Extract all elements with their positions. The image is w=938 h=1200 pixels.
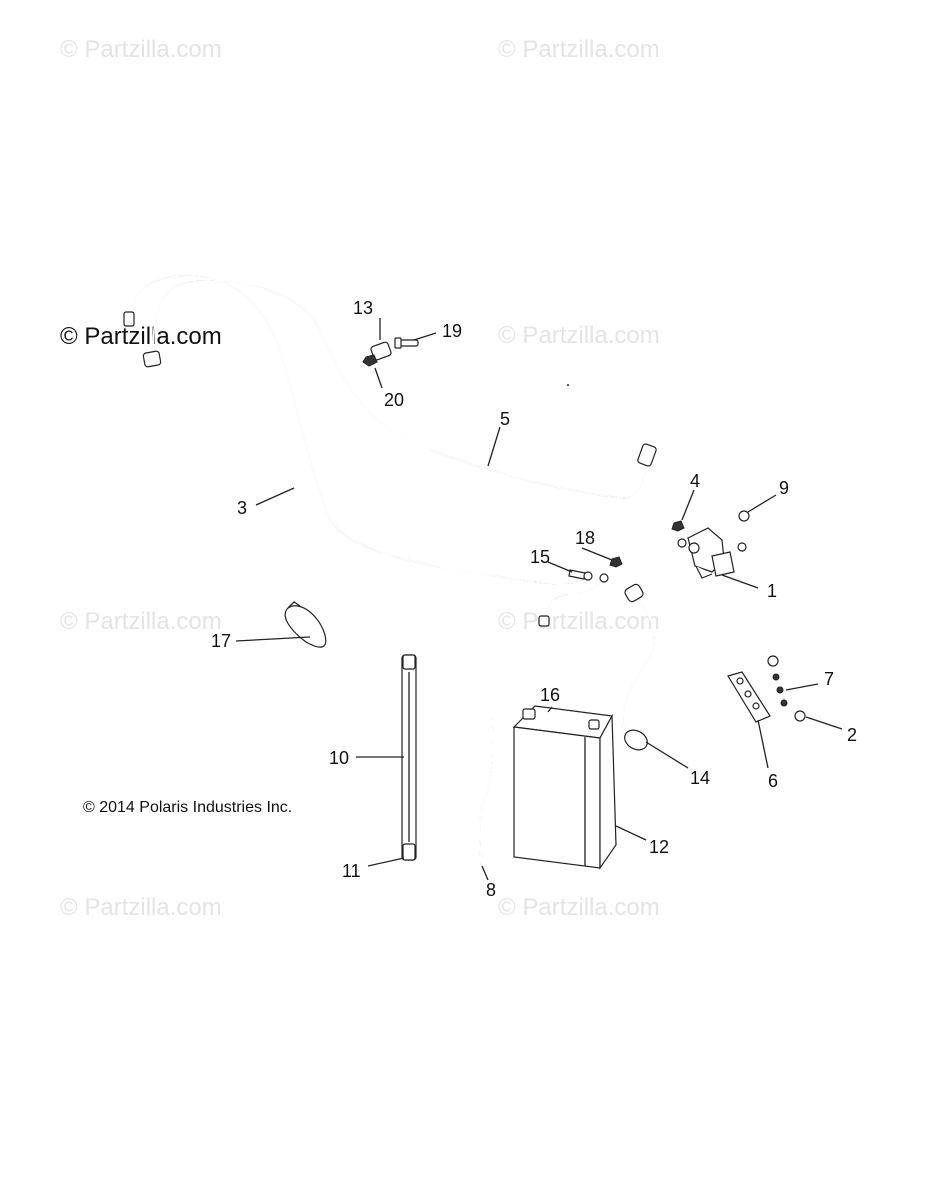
callout-10: 10: [329, 748, 350, 768]
copyright-notice: © 2014 Polaris Industries Inc.: [83, 799, 293, 816]
leader-lines: [235, 318, 843, 881]
vent-tube-8: [478, 717, 494, 866]
callout-4: 4: [690, 471, 701, 491]
watermark: © Partzilla.com: [498, 894, 660, 921]
cable-5: [142, 280, 657, 499]
callout-19: 19: [442, 321, 463, 341]
callout-15: 15: [530, 547, 551, 567]
callout-18: 18: [575, 528, 596, 548]
watermark: © Partzilla.com: [498, 322, 660, 349]
callout-7: 7: [824, 669, 835, 689]
callout-20: 20: [384, 390, 405, 410]
callout-13: 13: [353, 298, 374, 318]
watermark: © Partzilla.com: [498, 608, 660, 635]
callout-2: 2: [847, 725, 858, 745]
callout-6: 6: [768, 771, 779, 791]
callout-12: 12: [649, 837, 670, 857]
cable-3: [123, 275, 609, 627]
watermark: © Partzilla.com: [60, 608, 222, 635]
solenoid-1: [671, 510, 750, 579]
callout-9: 9: [779, 478, 790, 498]
fastener-group-13-19-20: [362, 337, 419, 367]
callout-14: 14: [690, 768, 711, 788]
strap-10: [401, 654, 417, 861]
battery-12: [512, 705, 617, 870]
cable-14: [622, 583, 656, 751]
terminal-block-6: [727, 655, 806, 723]
watermark: © Partzilla.com: [60, 36, 222, 63]
cable-tie-17: [284, 601, 327, 648]
callout-16: 16: [540, 685, 561, 705]
fastener-group-15-18: [568, 556, 623, 581]
callout-8: 8: [486, 880, 497, 900]
callout-17: 17: [211, 631, 232, 651]
callout-3: 3: [237, 498, 248, 518]
callout-1: 1: [767, 581, 778, 601]
callout-5: 5: [500, 409, 511, 429]
watermark: © Partzilla.com: [60, 894, 222, 921]
watermark: © Partzilla.com: [498, 36, 660, 63]
callout-11: 11: [342, 861, 361, 881]
brand-label: © Partzilla.com: [60, 323, 222, 350]
